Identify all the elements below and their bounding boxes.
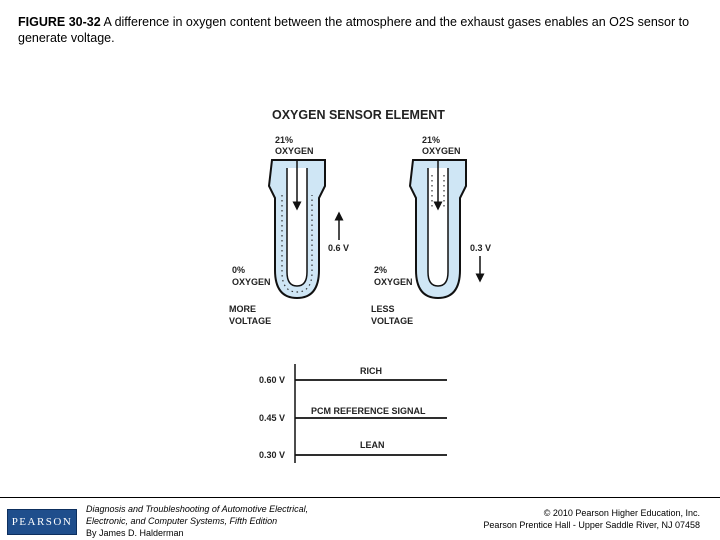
left-bottom-oxygen: OXYGEN <box>232 277 271 287</box>
figure-label: FIGURE 30-32 <box>18 15 101 29</box>
scale-level-mid: 0.45 V <box>259 413 285 423</box>
scale-level-high: 0.60 V <box>259 375 285 385</box>
voltage-scale: 0.60 V 0.45 V 0.30 V RICH PCM REFERENCE … <box>259 364 447 463</box>
book-credit: Diagnosis and Troubleshooting of Automot… <box>86 503 386 539</box>
right-result-line2: VOLTAGE <box>371 316 413 326</box>
right-top-percent: 21% <box>422 135 440 145</box>
right-voltage-label: 0.3 V <box>470 243 491 253</box>
scale-level-low: 0.30 V <box>259 450 285 460</box>
pearson-logo: PEARSON <box>7 509 77 535</box>
copyright-line2: Pearson Prentice Hall - Upper Saddle Riv… <box>483 520 700 530</box>
right-result-line1: LESS <box>371 304 395 314</box>
lean-label: LEAN <box>360 440 385 450</box>
left-result-line2: VOLTAGE <box>229 316 271 326</box>
left-sensor: 21% OXYGEN 0.6 V 0% OXYGEN MORE VOLTAGE <box>229 135 349 326</box>
reference-label: PCM REFERENCE SIGNAL <box>311 406 426 416</box>
left-sensor-inner <box>286 168 308 287</box>
footer-divider <box>0 497 720 498</box>
diagram-title: OXYGEN SENSOR ELEMENT <box>272 108 445 122</box>
rich-label: RICH <box>360 366 382 376</box>
left-top-percent: 21% <box>275 135 293 145</box>
book-title-line2: Electronic, and Computer Systems, Fifth … <box>86 516 278 526</box>
book-title-line1: Diagnosis and Troubleshooting of Automot… <box>86 504 309 514</box>
right-top-oxygen: OXYGEN <box>422 146 461 156</box>
book-author: By James D. Halderman <box>86 528 184 538</box>
left-sensor-dots <box>281 195 313 293</box>
right-sensor: 21% OXYGEN 0.3 V 2% OXYGEN LESS VOLTAGE <box>371 135 491 326</box>
left-voltage-label: 0.6 V <box>328 243 349 253</box>
left-result-line1: MORE <box>229 304 256 314</box>
copyright-notice: © 2010 Pearson Higher Education, Inc. Pe… <box>400 507 700 531</box>
left-top-oxygen: OXYGEN <box>275 146 314 156</box>
copyright-line1: © 2010 Pearson Higher Education, Inc. <box>543 508 700 518</box>
figure-caption: FIGURE 30-32 A difference in oxygen cont… <box>18 14 698 46</box>
right-bottom-oxygen: OXYGEN <box>374 277 413 287</box>
left-bottom-percent: 0% <box>232 265 245 275</box>
right-bottom-percent: 2% <box>374 265 387 275</box>
right-sensor-dots <box>431 175 445 210</box>
right-sensor-inner <box>427 168 449 287</box>
figure-caption-text: A difference in oxygen content between t… <box>18 15 690 45</box>
